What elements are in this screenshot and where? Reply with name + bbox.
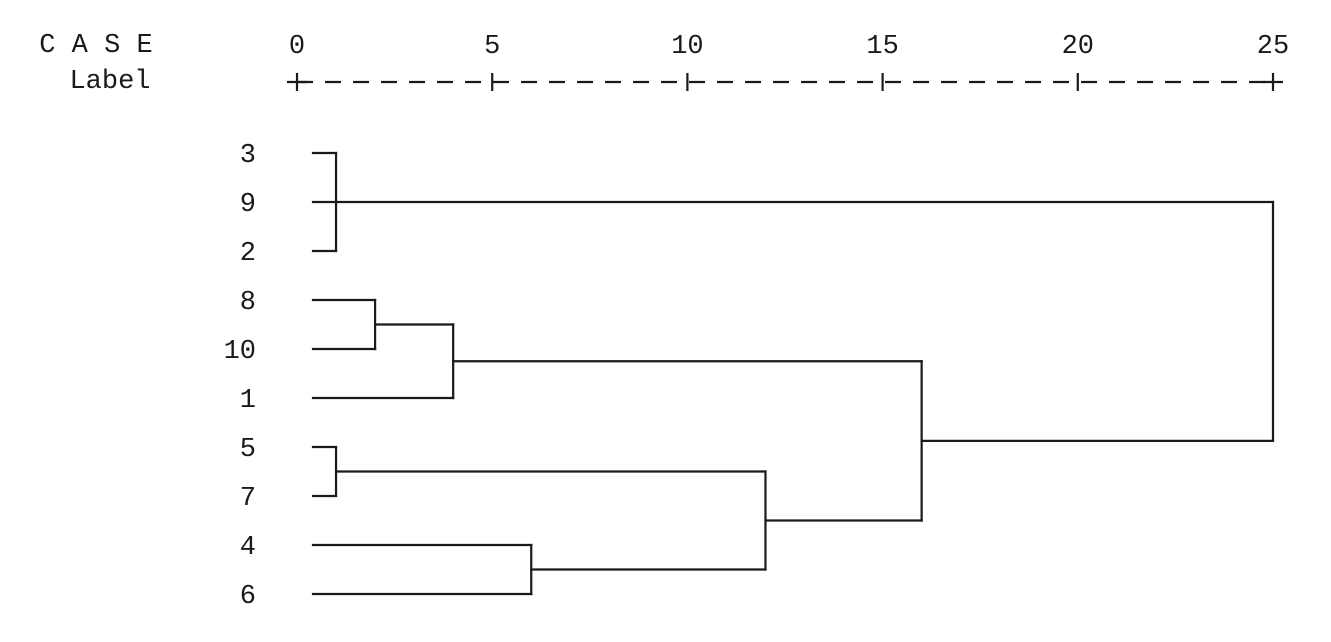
leaf-label: 1 — [240, 386, 256, 416]
dendrogram-links — [311, 151, 1275, 596]
case-header: C A S E — [39, 31, 152, 61]
leaf-label: 4 — [240, 533, 256, 563]
leaf-label: 8 — [240, 288, 256, 318]
axis-tick-label: 25 — [1257, 32, 1289, 62]
leaf-label: 10 — [224, 337, 256, 367]
leaf-labels: 3 9 2 8 10 1 5 7 4 6 — [224, 141, 256, 612]
leaf-label: 7 — [240, 484, 256, 514]
leaf-label: 5 — [240, 435, 256, 465]
leaf-label: 2 — [240, 239, 256, 269]
axis-tick-label: 20 — [1062, 32, 1094, 62]
label-header: Label — [69, 67, 150, 97]
leaf-label: 9 — [240, 190, 256, 220]
leaf-label: 3 — [240, 141, 256, 171]
axis-tick-label: 5 — [484, 32, 500, 62]
distance-axis: 0 5 10 15 20 25 — [287, 32, 1289, 91]
axis-tick-label: 0 — [289, 32, 305, 62]
leaf-label: 6 — [240, 582, 256, 612]
axis-tick-label: 15 — [866, 32, 898, 62]
axis-tick-label: 10 — [671, 32, 703, 62]
